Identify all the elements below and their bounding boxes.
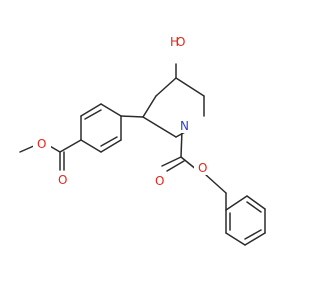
bond bbox=[225, 195, 248, 211]
carbamate-carbonyl-oxygen-label: O bbox=[155, 174, 164, 188]
bond bbox=[84, 109, 102, 120]
bond bbox=[120, 115, 144, 118]
label-mask bbox=[54, 171, 72, 187]
bond bbox=[142, 116, 177, 138]
ester-ether-oxygen-label: O bbox=[37, 137, 46, 151]
bond bbox=[80, 103, 102, 117]
hydroxyl-o-label: O bbox=[176, 35, 185, 49]
label-mask bbox=[166, 33, 192, 49]
bond bbox=[100, 136, 118, 147]
carbamate-ether-oxygen-label: O bbox=[198, 161, 207, 175]
ring-nitrogen-label: N bbox=[180, 119, 189, 133]
bond bbox=[100, 139, 122, 153]
bond bbox=[80, 139, 102, 153]
bond-layer bbox=[19, 63, 266, 246]
label-mask bbox=[151, 172, 169, 188]
bond bbox=[59, 139, 82, 153]
label-mask bbox=[33, 135, 51, 151]
ester-carbonyl-oxygen-label: O bbox=[58, 173, 67, 187]
atom-label-layer: H O N O O O O bbox=[33, 33, 212, 188]
bond bbox=[175, 77, 205, 97]
label-mask bbox=[194, 159, 212, 175]
bond bbox=[225, 232, 246, 246]
bond bbox=[244, 232, 266, 246]
hydroxyl-h-label: H bbox=[170, 35, 179, 49]
bond bbox=[166, 160, 185, 172]
bond bbox=[246, 195, 266, 210]
bond bbox=[180, 129, 183, 158]
bond bbox=[100, 103, 122, 117]
bond bbox=[205, 174, 227, 194]
bond bbox=[244, 229, 262, 240]
bond bbox=[142, 95, 157, 118]
bond bbox=[161, 156, 182, 167]
bond bbox=[246, 201, 262, 213]
bond bbox=[155, 77, 177, 97]
molecule-structure: H O N O O O O bbox=[19, 33, 266, 246]
label-mask bbox=[176, 117, 194, 133]
